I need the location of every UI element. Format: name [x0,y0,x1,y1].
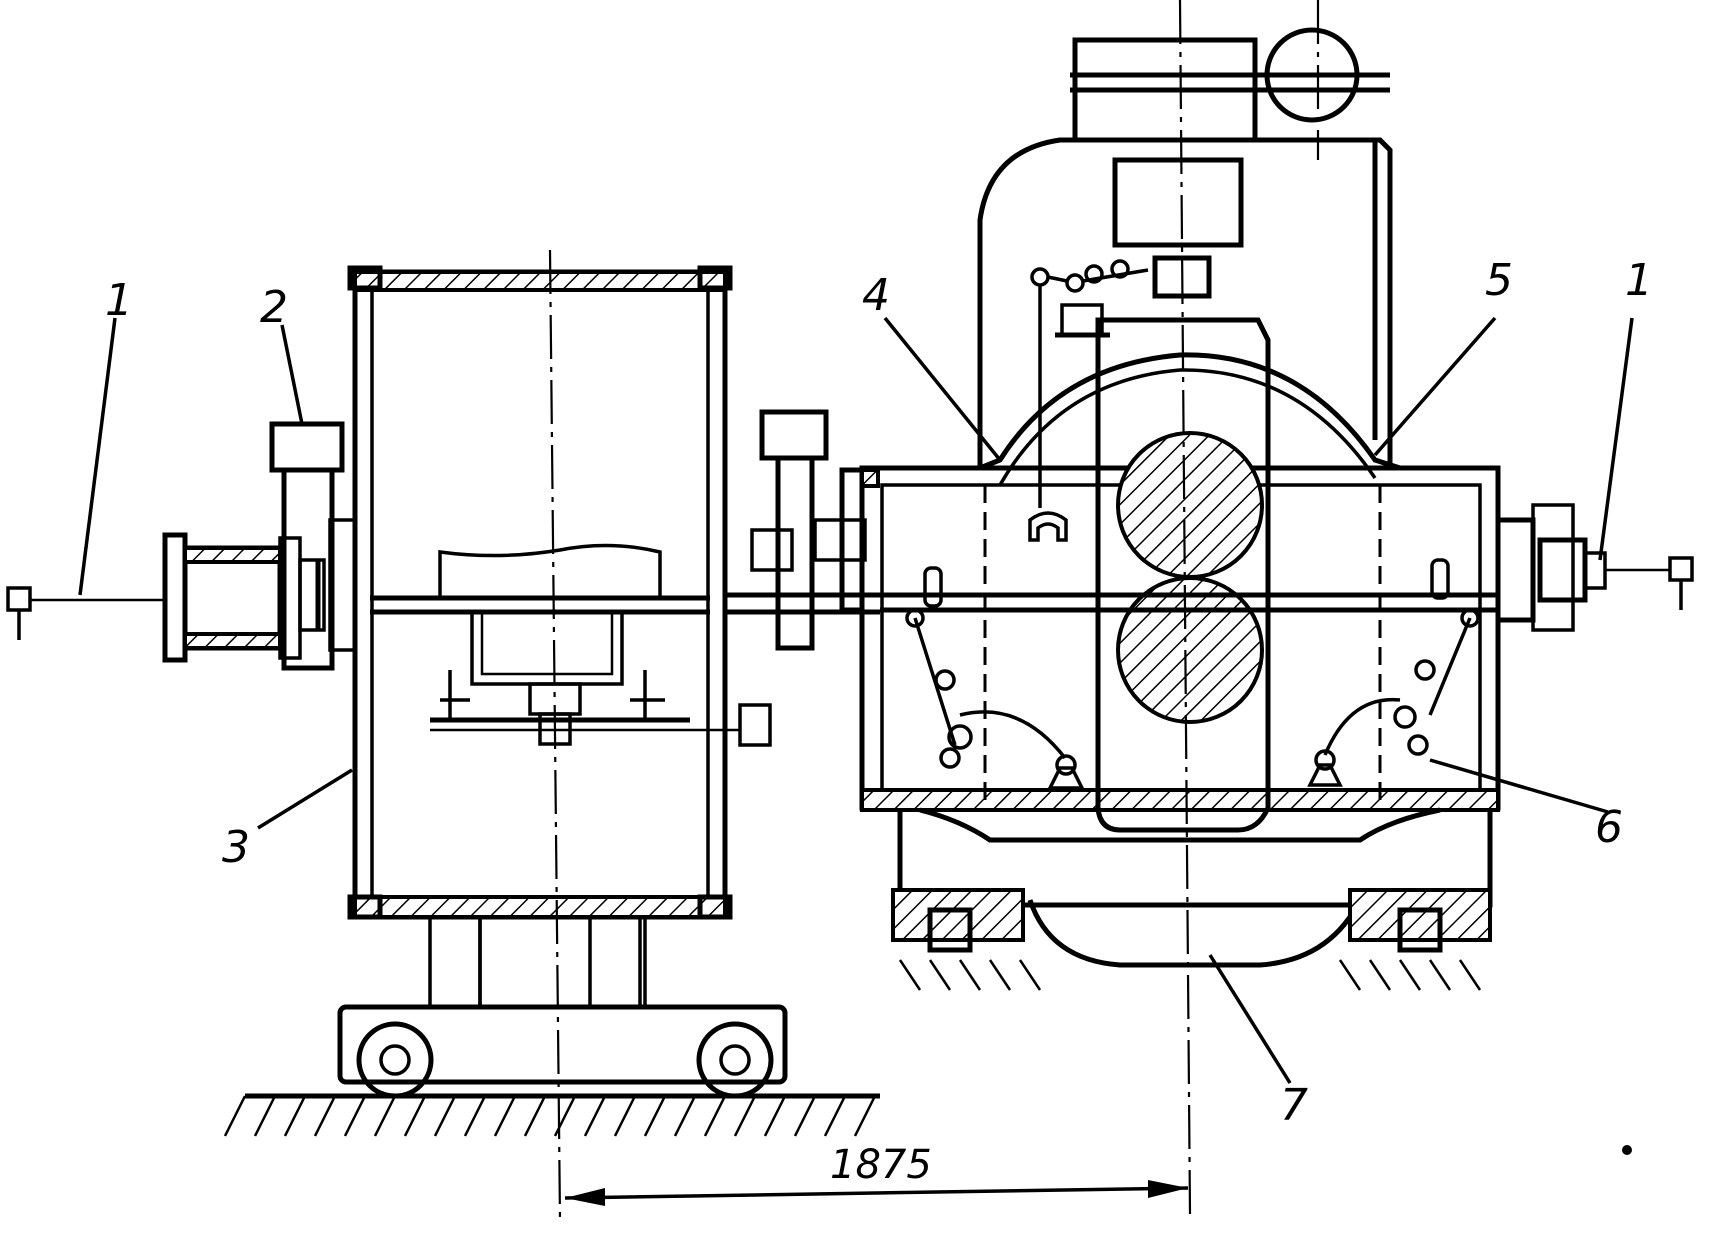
left-shaft-axis [6,586,165,640]
label-1-left: 1 [105,275,133,326]
label-2: 2 [260,282,288,333]
dimension-1875: 1875 [564,1142,1189,1206]
left-pipe [162,532,302,663]
label-7: 7 [1280,1080,1308,1131]
device-2 [269,421,345,671]
label-6: 6 [1595,802,1623,853]
label-4: 4 [862,270,890,321]
dimension-value: 1875 [830,1142,932,1188]
connecting-shaft [725,409,880,651]
leader-lines [78,316,1634,1084]
label-3: 3 [222,822,250,873]
stray-dot [1622,1145,1632,1155]
rolling-stand-housing [839,27,1694,833]
cart [223,915,880,1137]
foundation-7 [891,807,1493,991]
label-1-right: 1 [1625,255,1653,306]
center-lines [548,0,1320,1221]
label-5: 5 [1485,255,1513,306]
left-tank [328,265,772,920]
